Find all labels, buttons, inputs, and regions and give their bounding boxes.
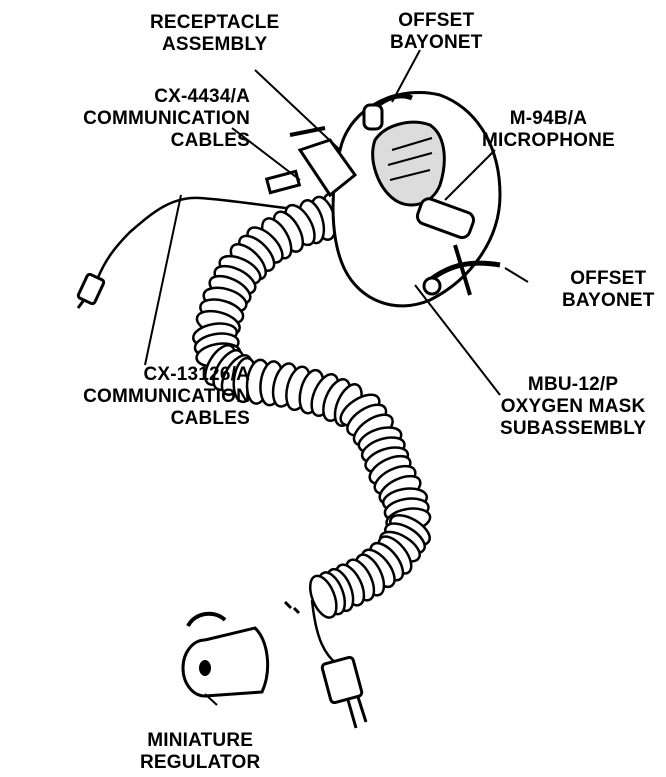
miniature-regulator-icon <box>183 602 299 696</box>
cable-plug-icon <box>77 273 104 308</box>
oxygen-mask-icon <box>267 92 500 305</box>
hose-connector-icon <box>312 600 366 728</box>
